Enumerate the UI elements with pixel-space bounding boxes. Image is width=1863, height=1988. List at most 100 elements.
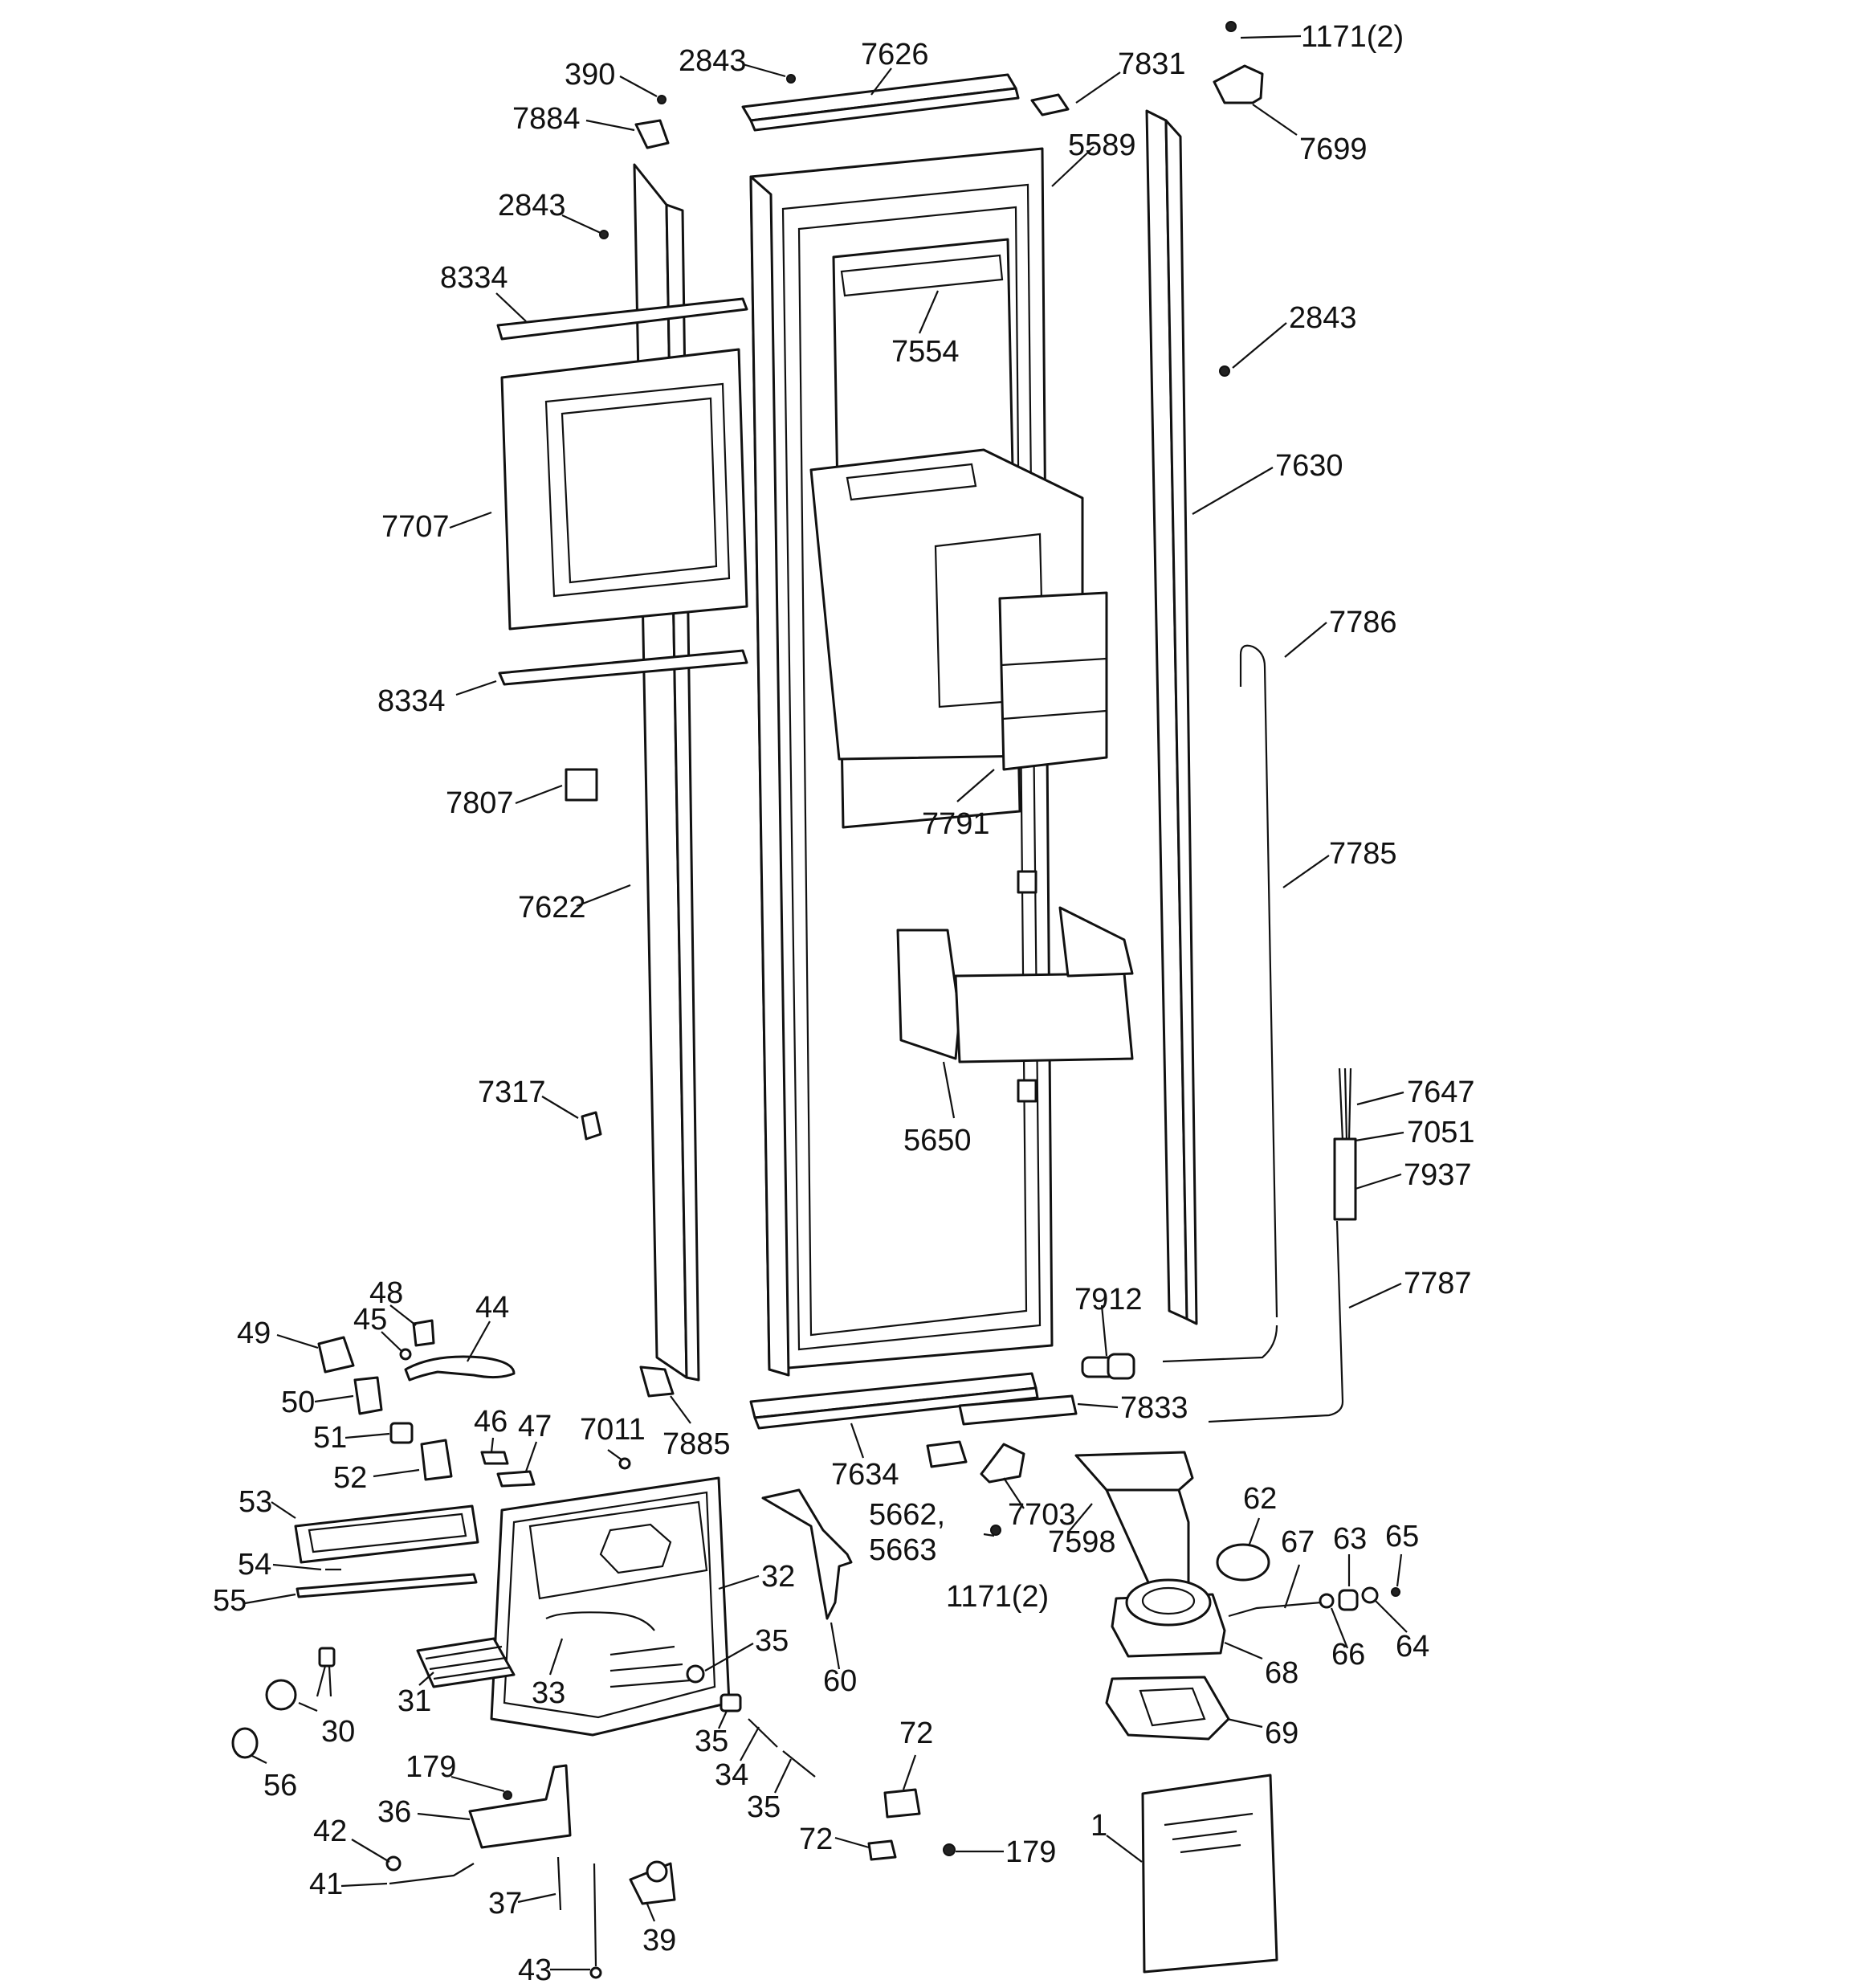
part-5589-door-liner <box>749 147 1134 1377</box>
part-2843-screw-a <box>786 74 796 84</box>
callout-2843a: 2843 <box>679 44 747 78</box>
part-50-plate <box>353 1376 383 1415</box>
callout-5650: 5650 <box>903 1124 972 1157</box>
callout-7598: 7598 <box>1048 1525 1116 1559</box>
part-34-spring <box>748 1718 778 1748</box>
part-1171-screw-top <box>1225 21 1237 32</box>
part-7884-block <box>634 119 670 149</box>
part-43-link <box>593 1863 597 1967</box>
callout-390: 390 <box>565 58 615 92</box>
callout-65: 65 <box>1385 1520 1419 1553</box>
callout-72b: 72 <box>799 1823 833 1856</box>
callout-7317: 7317 <box>478 1076 546 1109</box>
callout-7785: 7785 <box>1329 837 1397 871</box>
callout-7703: 7703 <box>1008 1498 1076 1532</box>
callout-7831: 7831 <box>1118 47 1186 81</box>
callout-33: 33 <box>532 1676 565 1710</box>
part-7831-cap <box>1030 93 1070 116</box>
part-7630-right-trim <box>1145 109 1198 1325</box>
part-7785-rod <box>1162 1325 1278 1363</box>
callout-8334b: 8334 <box>377 684 446 718</box>
leader-lines <box>244 35 1408 1971</box>
callout-60: 60 <box>823 1664 857 1698</box>
callout-48: 48 <box>369 1276 403 1310</box>
callout-63: 63 <box>1333 1522 1367 1556</box>
callout-35b: 35 <box>695 1725 728 1758</box>
part-35-fitting-a <box>686 1664 705 1684</box>
part-1-manual <box>1141 1774 1278 1974</box>
callout-7786: 7786 <box>1329 606 1397 639</box>
part-7011-screw <box>618 1457 631 1470</box>
callout-30: 30 <box>321 1715 355 1749</box>
callout-72a: 72 <box>899 1717 933 1750</box>
callout-7626: 7626 <box>861 38 929 71</box>
callout-7634: 7634 <box>831 1458 899 1492</box>
part-7703-plate <box>980 1443 1025 1484</box>
part-8334-upper-rail <box>496 297 748 341</box>
callout-31: 31 <box>397 1684 431 1718</box>
callout-2843b: 2843 <box>498 189 566 222</box>
part-43-eyelet <box>589 1966 602 1979</box>
callout-179b: 179 <box>1005 1835 1056 1869</box>
part-7787-harness <box>1208 1067 1357 1423</box>
part-47-bracket <box>496 1470 536 1488</box>
callout-7833: 7833 <box>1120 1391 1188 1425</box>
part-51-switch <box>389 1422 414 1444</box>
callout-7647: 7647 <box>1407 1076 1475 1109</box>
callout-179a: 179 <box>406 1750 456 1784</box>
callout-36: 36 <box>377 1795 411 1829</box>
callout-45: 45 <box>353 1303 387 1337</box>
part-179-screw-b <box>943 1843 956 1856</box>
part-45-washer <box>399 1348 412 1361</box>
part-55-strip <box>296 1573 478 1598</box>
part-30-bulb-socket <box>265 1647 336 1711</box>
part-5650-bin <box>896 906 1134 1063</box>
part-7885-hinge <box>639 1365 675 1398</box>
callout-35a: 35 <box>755 1624 789 1658</box>
part-7912-connector <box>1081 1353 1135 1380</box>
part-37-spring <box>556 1856 562 1911</box>
callout-50: 50 <box>281 1386 315 1419</box>
part-179-screw-a <box>503 1790 512 1800</box>
callout-44: 44 <box>475 1291 509 1325</box>
callout-37: 37 <box>488 1887 522 1921</box>
part-7791-flap <box>998 591 1108 771</box>
part-2843-screw-c <box>1219 365 1230 377</box>
part-48-clip <box>412 1319 435 1347</box>
part-7707-panel <box>500 348 748 631</box>
part-7807-cube <box>565 768 598 802</box>
callout-67: 67 <box>1281 1525 1315 1559</box>
part-53-cover <box>294 1504 479 1564</box>
part-72-clip-a <box>883 1788 921 1819</box>
part-7786-rod <box>1239 644 1278 1318</box>
part-7634-bottom-trim <box>749 1372 1039 1430</box>
part-2843-screw-b <box>599 230 609 239</box>
callout-7622: 7622 <box>518 891 586 925</box>
part-7699-bracket <box>1213 64 1264 104</box>
callout-69: 69 <box>1265 1717 1298 1750</box>
callout-39: 39 <box>642 1924 676 1957</box>
part-31-grate <box>416 1637 516 1688</box>
part-32-housing <box>490 1476 731 1737</box>
callout-5589: 5589 <box>1068 129 1136 162</box>
part-41-lever <box>389 1863 475 1885</box>
part-52-box <box>420 1439 453 1481</box>
part-44-arm <box>404 1355 516 1382</box>
part-7626-top-trim <box>741 73 1020 132</box>
callout-7011: 7011 <box>580 1413 646 1447</box>
part-5662-bracket <box>926 1440 968 1468</box>
part-69-lower-housing <box>1105 1676 1230 1741</box>
callout-8334a: 8334 <box>440 261 508 295</box>
callout-7554: 7554 <box>891 335 960 369</box>
callout-1171b: 1171(2) <box>946 1580 1049 1614</box>
callout-7937: 7937 <box>1404 1158 1472 1192</box>
part-56-bulb <box>231 1727 259 1759</box>
part-72-clip-b <box>867 1839 897 1861</box>
callout-47: 47 <box>518 1410 552 1443</box>
callout-7699: 7699 <box>1299 133 1368 166</box>
callout-1: 1 <box>1090 1809 1107 1843</box>
callout-34: 34 <box>715 1758 748 1792</box>
part-8334-lower-rail <box>498 649 748 686</box>
callout-7787: 7787 <box>1404 1267 1472 1300</box>
